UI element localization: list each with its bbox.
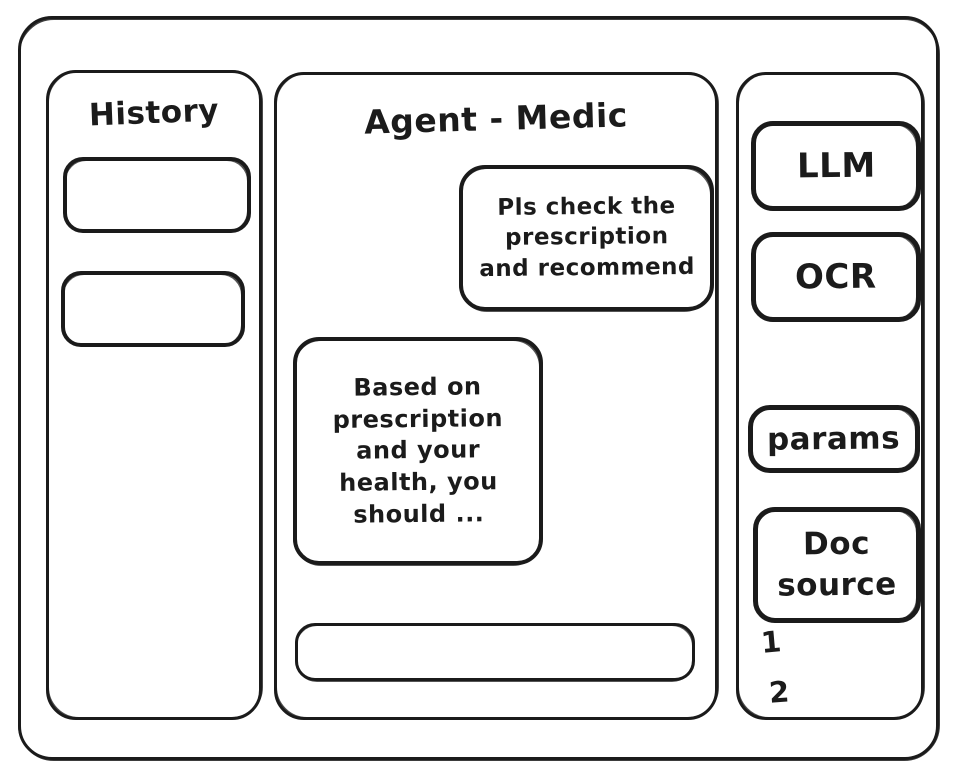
history-list-item[interactable]: [63, 157, 251, 233]
chat-message-agent-text: Based on prescription and your health, y…: [332, 372, 503, 529]
chat-message-user: Pls check the prescription and recommend: [459, 165, 714, 312]
tool-button-doc-source-label: Doc source: [777, 525, 898, 604]
tool-button-params[interactable]: params: [748, 405, 920, 473]
tool-button-ocr-label: OCR: [795, 256, 877, 297]
tool-button-llm-label: LLM: [796, 145, 876, 186]
tool-button-llm[interactable]: LLM: [751, 121, 921, 211]
chat-message-agent: Based on prescription and your health, y…: [293, 337, 543, 566]
history-list-item-label: [65, 274, 241, 292]
tools-panel: LLM OCR params Doc source 1 2: [736, 72, 925, 720]
history-list-item[interactable]: [61, 271, 245, 347]
chat-message-user-text: Pls check the prescription and recommend: [478, 193, 695, 283]
doc-source-list-item[interactable]: 2: [767, 674, 791, 710]
history-panel: History: [46, 70, 263, 720]
history-panel-title: History: [88, 92, 220, 134]
agent-chat-panel: Agent - Medic Pls check the prescription…: [274, 72, 719, 720]
message-composer-input[interactable]: [295, 623, 695, 682]
doc-source-list-item[interactable]: 1: [759, 624, 784, 660]
agent-panel-title: Agent - Medic: [363, 95, 629, 142]
message-composer-value: [298, 624, 692, 656]
tool-button-doc-source[interactable]: Doc source: [753, 507, 921, 623]
tool-button-params-label: params: [767, 419, 901, 458]
tool-button-ocr[interactable]: OCR: [751, 232, 921, 322]
history-list-item-label: [67, 160, 247, 178]
